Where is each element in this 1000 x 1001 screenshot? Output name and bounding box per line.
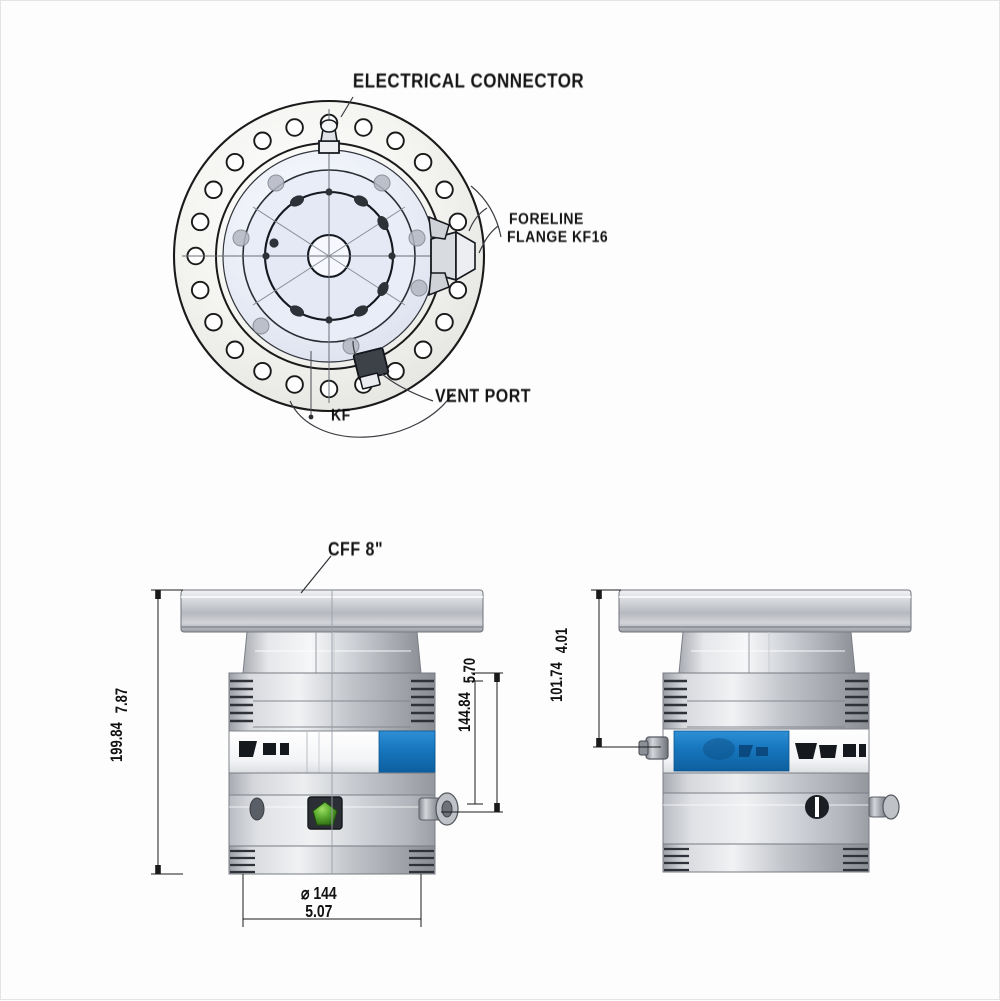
dimension-side-height-inch: 4.01: [551, 627, 571, 654]
rotor-blade-marks: [262, 188, 396, 324]
nameplate-band-side: [662, 728, 870, 774]
green-status-indicator: [307, 796, 343, 830]
dimension-flange-diameter-inch: 5.07: [305, 900, 333, 921]
dimension-flange-diameter: ⌀ 144 5.07: [301, 882, 337, 920]
inlet-flange-side: [618, 589, 912, 633]
dimension-flange-diameter-mm: ⌀ 144: [301, 882, 337, 903]
dimension-overall-height: 199.84 7.87: [85, 688, 149, 763]
vent-valve-port: [352, 347, 390, 390]
foreline-stub-front: [418, 792, 459, 826]
cooling-fin-stack-lower-side: [662, 843, 870, 873]
label-vent-port: VENT PORT: [435, 386, 532, 407]
dimension-mid-height-inch: 5.70: [459, 657, 479, 684]
dimension-mid-height-mm: 144.84: [454, 692, 474, 732]
product-nameplate: [239, 741, 289, 757]
label-inlet-flange-cff: CFF 8": [328, 539, 384, 561]
top-view-flange: [172, 96, 502, 438]
foreline-port-kf16: [428, 215, 476, 297]
dimension-lines-front: [151, 589, 503, 927]
dimension-mid-height: 144.84 5.70: [433, 658, 497, 733]
side-elevation-view: [618, 589, 912, 873]
blue-identification-band: [378, 730, 436, 774]
label-electrical-connector: ELECTRICAL CONNECTOR: [352, 69, 585, 93]
label-foreline-flange: FORELINE FLANGE KF16: [507, 208, 609, 246]
front-elevation-view: [180, 589, 484, 875]
dimension-side-height: 101.74 4.01: [525, 628, 589, 703]
label-foreline-line1: FORELINE: [509, 208, 584, 228]
foreline-stub-side: [868, 794, 900, 820]
vent-centerline: [308, 351, 314, 420]
label-foreline-line2: FLANGE KF16: [507, 226, 609, 246]
dimension-side-height-mm: 101.74: [546, 662, 566, 702]
product-nameplate-side: [795, 743, 866, 759]
side-port-left: [249, 797, 265, 821]
electrical-connector: [318, 119, 340, 154]
dimension-overall-height-inch: 7.87: [111, 687, 131, 714]
label-kf-note: KF: [331, 404, 351, 424]
inlet-neck-side: [678, 631, 856, 674]
electrical-connector-side: [638, 736, 669, 760]
dimension-lines-side: [591, 589, 661, 748]
inlet-flange-leader: [300, 555, 332, 594]
inner-boss-ring: [232, 174, 428, 355]
body-port-marking-side: [805, 795, 829, 819]
dimension-overall-height-mm: 199.84: [106, 722, 126, 762]
leader-lines: [289, 96, 502, 438]
